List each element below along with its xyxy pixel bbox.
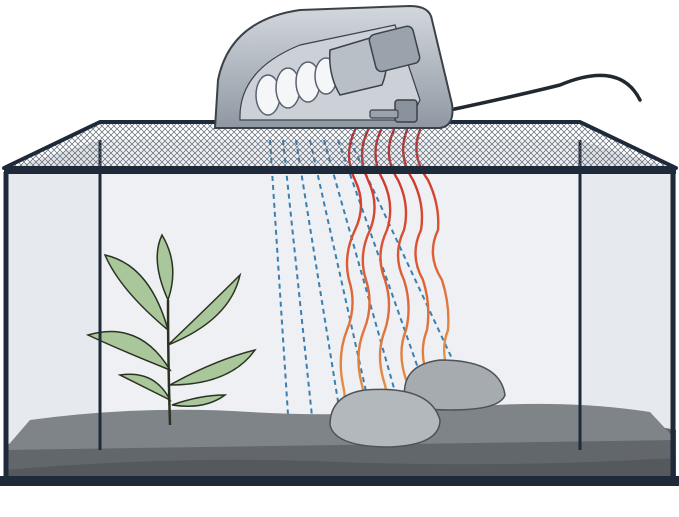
- right-side-glass: [580, 140, 676, 480]
- heat-rays: [333, 128, 456, 437]
- power-cord: [448, 73, 642, 112]
- left-side-glass: [4, 140, 100, 480]
- tank-frame: [0, 140, 679, 486]
- rock-icon: [329, 359, 506, 448]
- tank-body: [4, 140, 676, 480]
- substrate: [4, 403, 676, 480]
- heat-lamp-icon: [213, 4, 454, 129]
- plant-icon: [85, 233, 257, 426]
